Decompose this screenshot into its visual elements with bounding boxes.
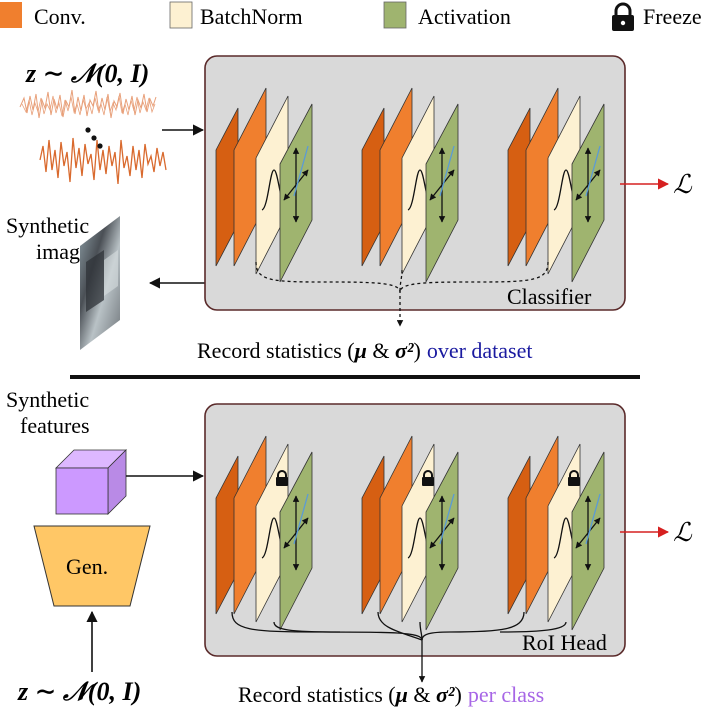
generator-block [33, 525, 151, 607]
activation-curve [585, 145, 601, 197]
layer-block [215, 87, 313, 283]
lock-icon [568, 470, 580, 486]
layer-block [215, 435, 313, 631]
activation-curve [439, 493, 455, 545]
lock-icon [276, 470, 288, 486]
legend-batchnorm-label: BatchNorm [200, 4, 303, 29]
stats-collector-dashed [255, 261, 401, 293]
legend-activation-label: Activation [418, 4, 511, 29]
legend: Conv. BatchNorm Activation Freeze [0, 1, 702, 31]
noise-waveforms [19, 89, 167, 185]
classifier-label: Classifier [507, 284, 592, 309]
top-noise-label: z ∼ 𝒩(0, I) [25, 59, 149, 88]
activation-axis [575, 517, 601, 549]
layer-block [361, 435, 459, 631]
synthetic-features-label-line2: features [20, 413, 90, 438]
synthetic-features-label-line1: Synthetic [6, 387, 89, 412]
stats-collector [377, 611, 423, 641]
top-section: z ∼ 𝒩(0, I) Synthetic image [6, 55, 693, 363]
activation-axis [429, 517, 455, 549]
legend-batchnorm-swatch [169, 1, 193, 29]
noise-wave-1 [19, 89, 157, 119]
noise-wave-3 [21, 95, 156, 117]
layer-block [507, 435, 605, 631]
ellipsis-dot [85, 127, 91, 133]
activation-curve [293, 145, 309, 197]
record-statistics-per-class: Record statistics (μ & σ²)per class [238, 682, 544, 707]
legend-conv-swatch [0, 2, 22, 28]
legend-activation-swatch [383, 1, 407, 29]
synthetic-image-label-line1: Synthetic [6, 213, 89, 238]
ellipsis-dot [97, 143, 103, 149]
layer-block [507, 87, 605, 283]
activation-axis [429, 169, 455, 201]
lock-icon [612, 2, 634, 31]
stats-collector [421, 611, 525, 641]
activation-axis [283, 517, 309, 549]
legend-conv-label: Conv. [34, 4, 86, 29]
bottom-noise-label: z ∼ 𝒩(0, I) [17, 677, 141, 706]
classifier-loss-symbol: ℒ [673, 170, 693, 199]
lock-icon [422, 470, 434, 486]
noise-wave-2 [39, 137, 167, 185]
stats-collector [499, 621, 567, 633]
synthetic-image [80, 216, 120, 350]
synthetic-features-box [55, 449, 127, 515]
activation-curve [293, 493, 309, 545]
activation-axis [575, 169, 601, 201]
bottom-section: Synthetic features Gen. z ∼ 𝒩(0, I) [6, 387, 693, 707]
roi-loss-symbol: ℒ [673, 518, 693, 547]
record-statistics-over-dataset: Record statistics (μ & σ²)over dataset [197, 338, 532, 363]
ellipsis-dot [91, 135, 97, 141]
layer-block [361, 87, 459, 283]
roi-head-label: RoI Head [522, 630, 607, 655]
activation-axis [283, 169, 309, 201]
legend-freeze-label: Freeze [643, 4, 702, 29]
activation-curve [585, 493, 601, 545]
stats-collector-dashed [399, 269, 403, 293]
generator-label: Gen. [66, 554, 108, 579]
activation-curve [439, 145, 455, 197]
stats-collector [273, 621, 341, 633]
stats-collector-dashed [399, 261, 549, 293]
